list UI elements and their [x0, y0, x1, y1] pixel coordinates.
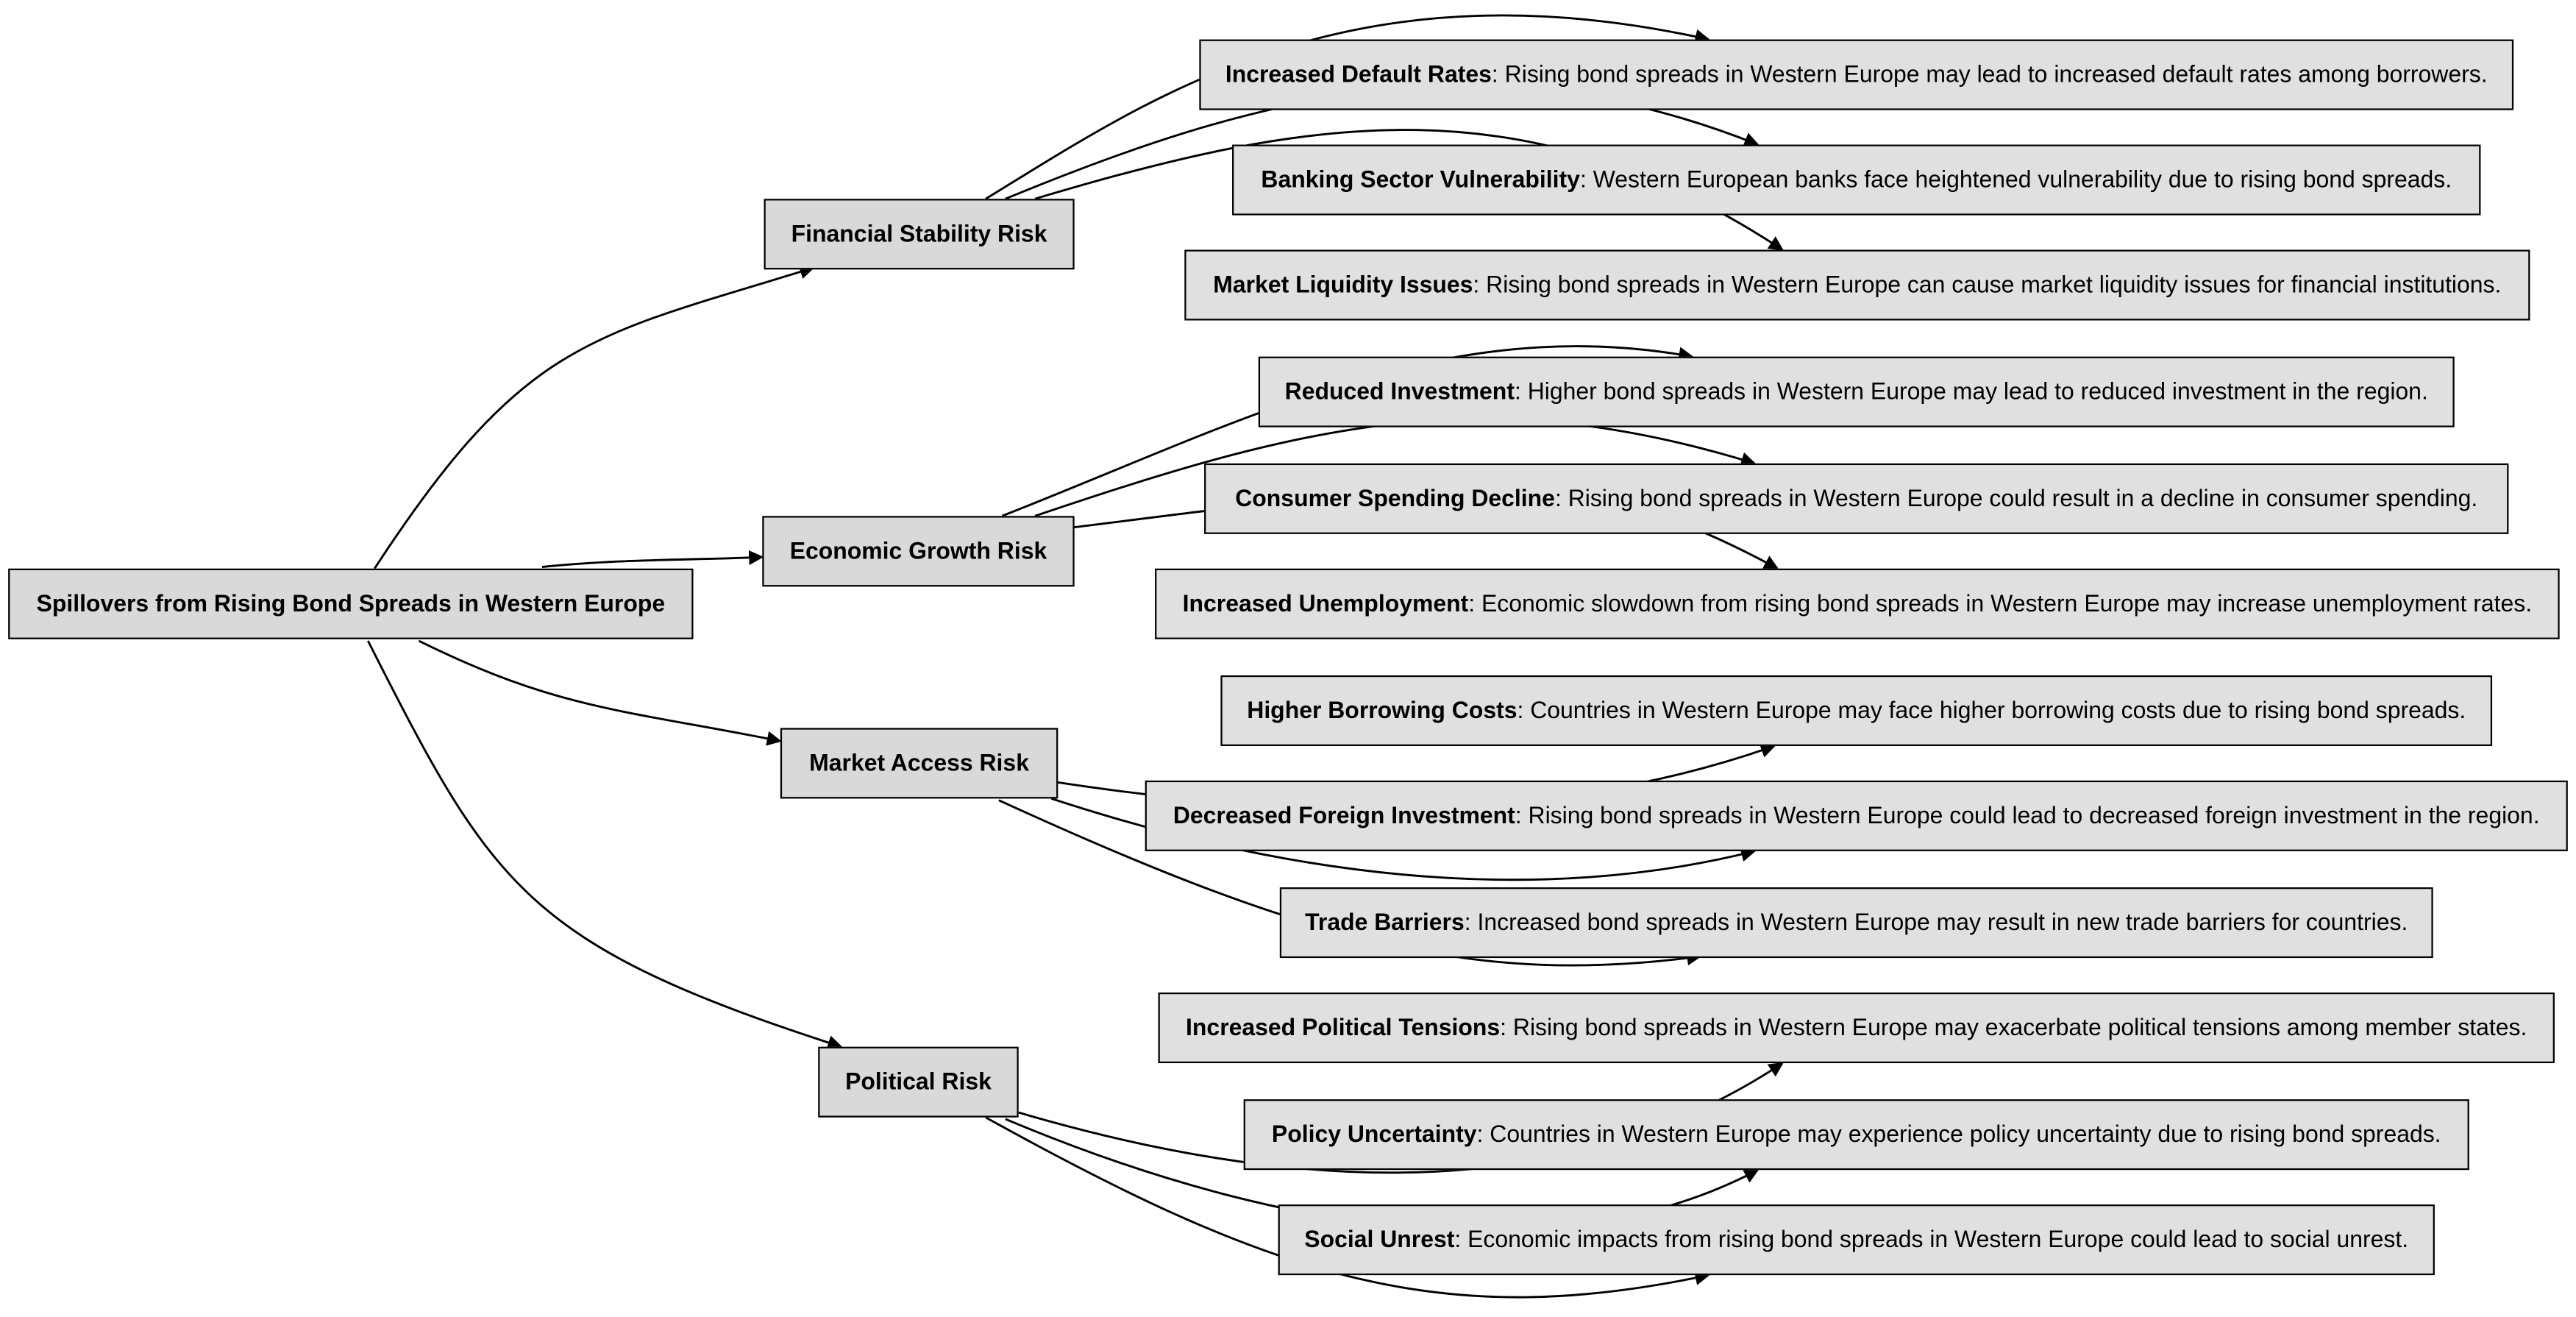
leaf-title: Banking Sector Vulnerability: [1261, 166, 1580, 194]
category-label: Financial Stability Risk: [791, 221, 1047, 248]
edge-root-financial: [373, 264, 815, 569]
leaf-text: : Rising bond spreads in Western Europe …: [1473, 271, 2502, 299]
leaf-node-social-unrest: Social Unrest: Economic impacts from ris…: [1278, 1204, 2435, 1276]
leaf-title: Increased Default Rates: [1225, 61, 1492, 88]
leaf-text: : Western European banks face heightened…: [1579, 166, 2452, 194]
leaf-text: : Rising bond spreads in Western Europe …: [1500, 1015, 2527, 1041]
leaf-node-banking-sector-vulnerability: Banking Sector Vulnerability: Western Eu…: [1232, 144, 2481, 216]
leaf-title: Policy Uncertainty: [1271, 1121, 1477, 1149]
category-node-economic-growth: Economic Growth Risk: [762, 516, 1075, 587]
leaf-text: : Countries in Western Europe may face h…: [1517, 697, 2466, 724]
leaf-text: : Higher bond spreads in Western Europe …: [1514, 378, 2428, 405]
edge-root-political: [366, 640, 843, 1050]
root-label: Spillovers from Rising Bond Spreads in W…: [36, 590, 666, 617]
edge-root-growth: [541, 550, 764, 568]
leaf-text: : Rising bond spreads in Western Europe …: [1491, 61, 2488, 88]
leaf-title: Reduced Investment: [1284, 378, 1515, 405]
category-label: Economic Growth Risk: [789, 538, 1047, 565]
leaf-node-increased-unemployment: Increased Unemployment: Economic slowdow…: [1155, 568, 2560, 639]
leaf-text: : Countries in Western Europe may experi…: [1476, 1121, 2441, 1149]
leaf-title: Trade Barriers: [1305, 909, 1465, 936]
leaf-node-consumer-spending-decline: Consumer Spending Decline: Rising bond s…: [1204, 463, 2509, 534]
leaf-text: : Rising bond spreads in Western Europe …: [1554, 485, 2478, 512]
category-node-market-access: Market Access Risk: [780, 728, 1058, 799]
leaf-node-reduced-investment: Reduced Investment: Higher bond spreads …: [1258, 356, 2455, 427]
leaf-title: Higher Borrowing Costs: [1247, 697, 1518, 724]
leaf-title: Increased Unemployment: [1182, 590, 1469, 617]
leaf-node-decreased-foreign-investment: Decreased Foreign Investment: Rising bon…: [1145, 780, 2568, 851]
category-node-political: Political Risk: [818, 1046, 1019, 1118]
leaf-text: : Rising bond spreads in Western Europe …: [1515, 803, 2540, 829]
leaf-text: : Increased bond spreads in Western Euro…: [1464, 909, 2408, 936]
category-label: Market Access Risk: [809, 750, 1029, 777]
leaf-title: Increased Political Tensions: [1186, 1015, 1501, 1041]
leaf-title: Decreased Foreign Investment: [1173, 803, 1515, 829]
leaf-title: Social Unrest: [1304, 1227, 1455, 1253]
leaf-title: Consumer Spending Decline: [1235, 485, 1555, 512]
leaf-node-higher-borrowing-costs: Higher Borrowing Costs: Countries in Wes…: [1220, 675, 2493, 746]
edge-root-market: [418, 639, 782, 746]
leaf-node-trade-barriers: Trade Barriers: Increased bond spreads i…: [1279, 887, 2433, 959]
leaf-title: Market Liquidity Issues: [1213, 271, 1473, 299]
root-node: Spillovers from Rising Bond Spreads in W…: [8, 568, 694, 639]
leaf-node-increased-default-rates: Increased Default Rates: Rising bond spr…: [1199, 39, 2514, 110]
leaf-text: : Economic impacts from rising bond spre…: [1454, 1227, 2409, 1253]
leaf-node-market-liquidity-issues: Market Liquidity Issues: Rising bond spr…: [1184, 249, 2530, 321]
leaf-text: : Economic slowdown from rising bond spr…: [1468, 590, 2533, 617]
leaf-node-policy-uncertainty: Policy Uncertainty: Countries in Western…: [1243, 1099, 2469, 1171]
category-label: Political Risk: [845, 1068, 992, 1096]
category-node-financial-stability: Financial Stability Risk: [764, 199, 1075, 270]
leaf-node-increased-political-tensions: Increased Political Tensions: Rising bon…: [1158, 992, 2555, 1064]
